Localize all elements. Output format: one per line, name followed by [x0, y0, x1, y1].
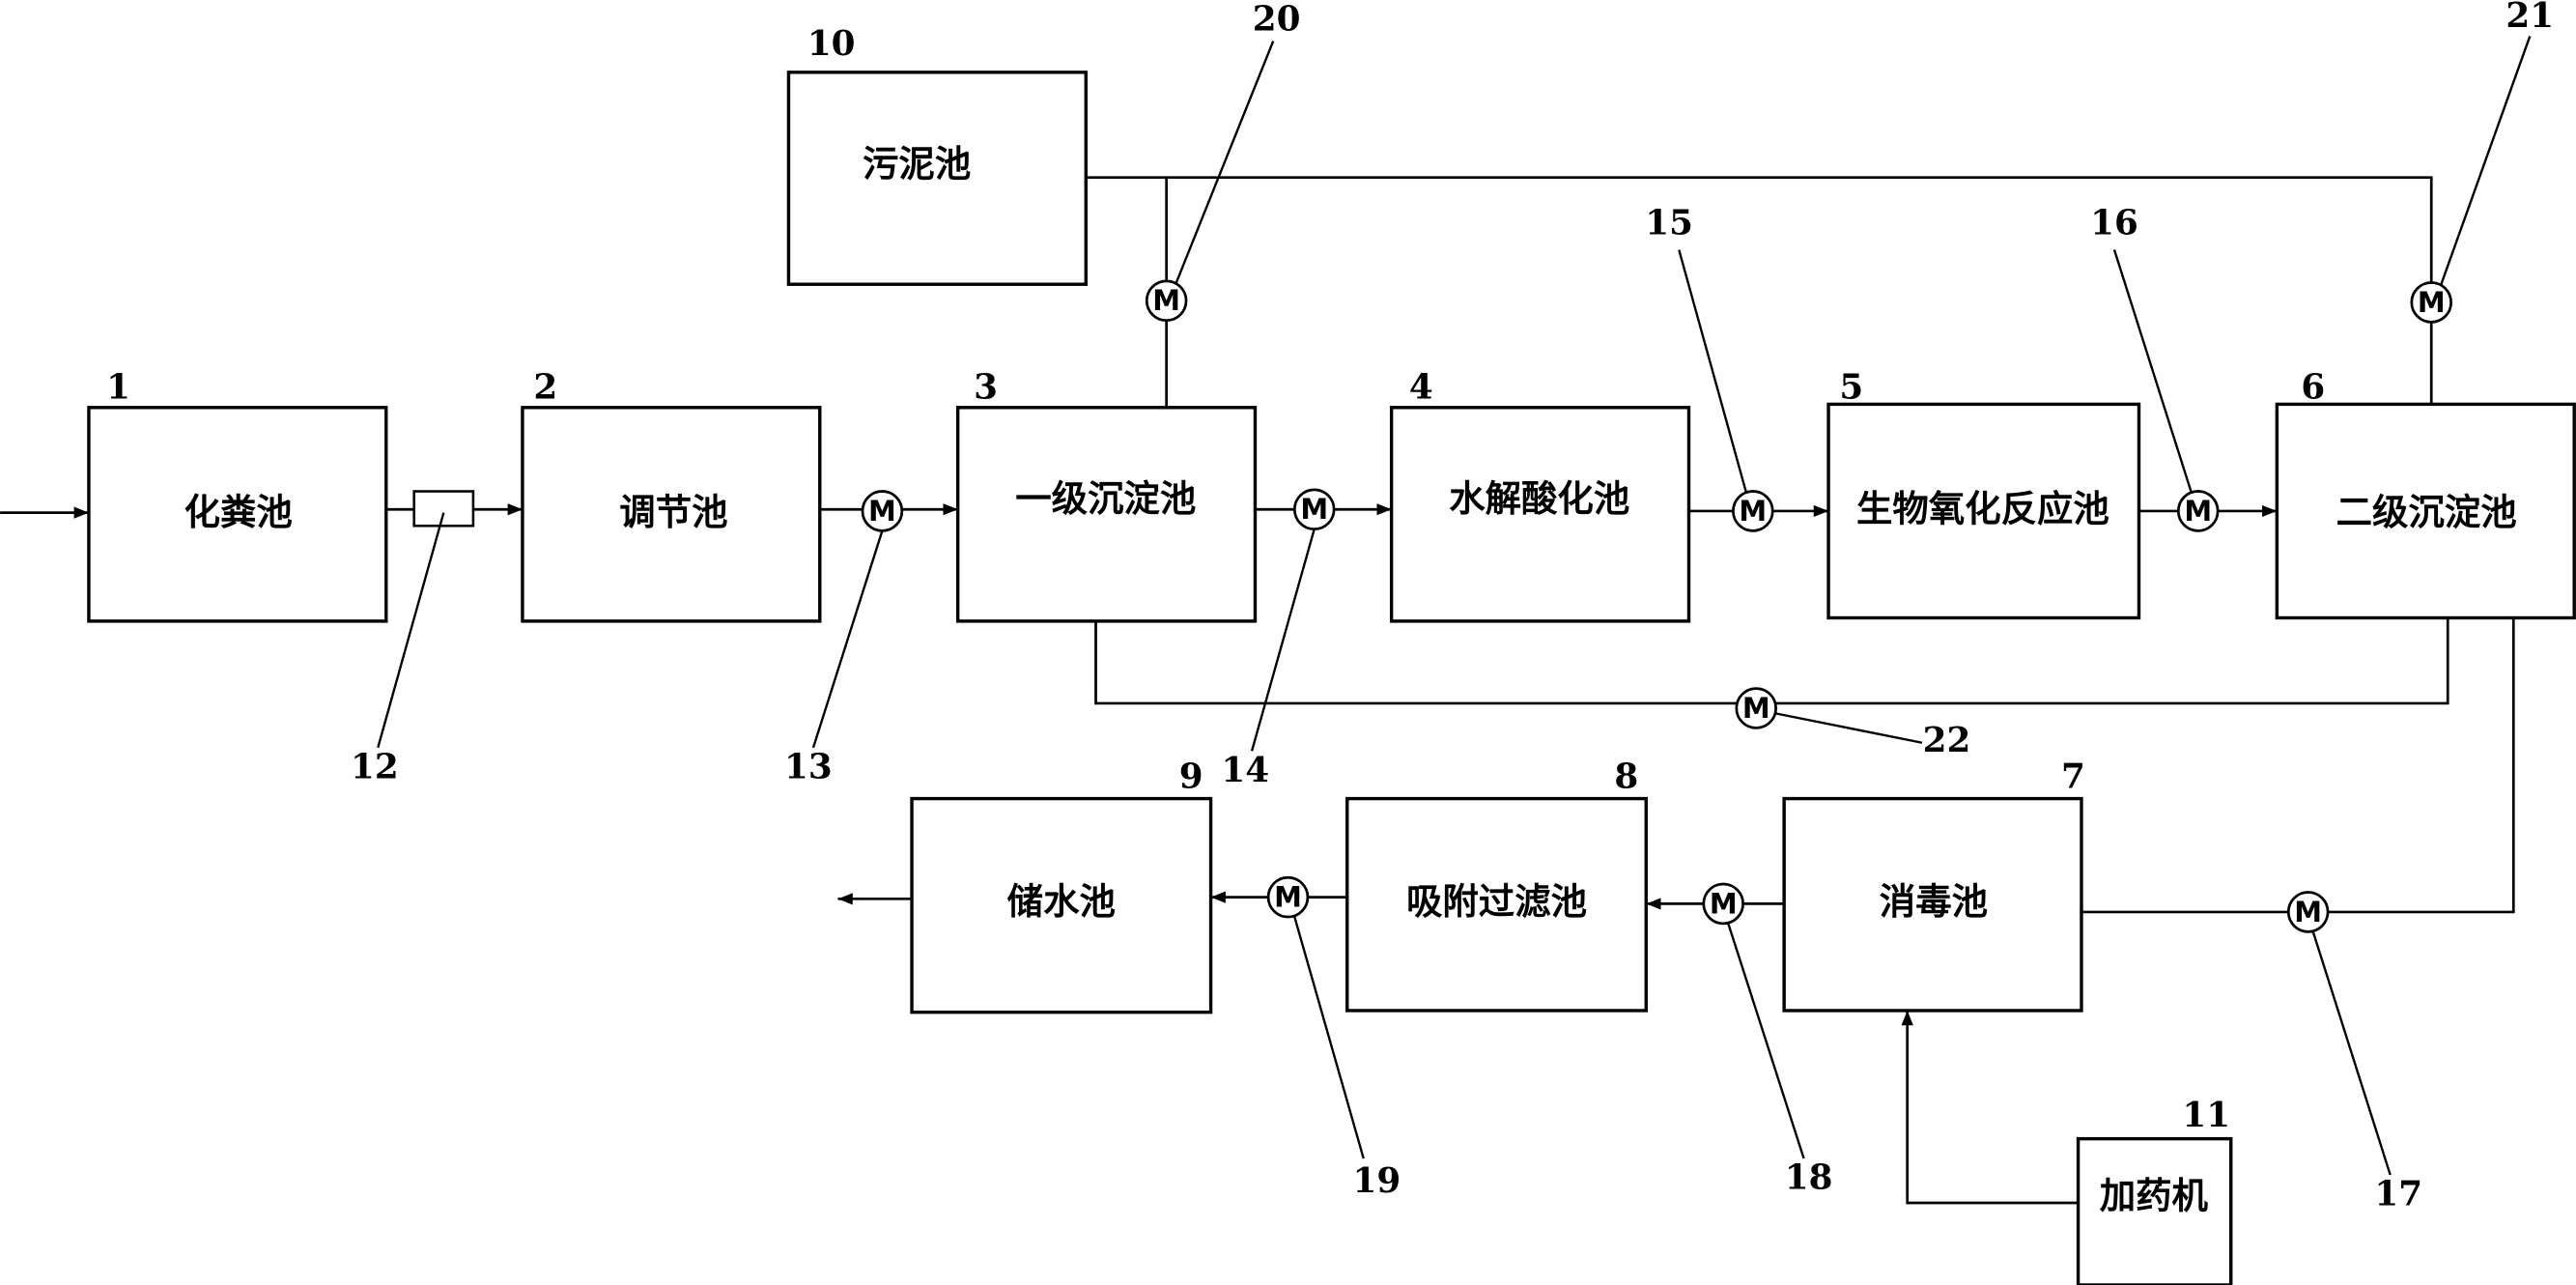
- pump-19-icon: M: [1266, 875, 1310, 919]
- svg-text:M: M: [2418, 286, 2446, 319]
- flow-lines: [0, 176, 2515, 1205]
- unit-6: 二级沉淀池 6: [2275, 367, 2576, 620]
- pump-15-icon: M: [1732, 490, 1774, 532]
- unit-2: 调节池 2: [521, 367, 822, 623]
- label-19: 19: [1352, 1160, 1401, 1201]
- unit-11: 加药机 11: [2076, 1095, 2233, 1285]
- unit-number: 7: [2061, 757, 2085, 797]
- unit-label: 水解酸化池: [1449, 477, 1629, 520]
- svg-text:M: M: [1739, 495, 1767, 528]
- pump-16-icon: M: [2176, 490, 2220, 532]
- unit-number: 10: [807, 23, 856, 64]
- component-numbers: 12 13 14 15 16 17 18 19 20 21 22: [351, 0, 2554, 1214]
- label-12: 12: [351, 746, 399, 786]
- svg-text:M: M: [2184, 495, 2212, 528]
- unit-number: 11: [2182, 1095, 2230, 1135]
- unit-label: 一级沉淀池: [1015, 477, 1196, 520]
- label-16: 16: [2090, 203, 2138, 243]
- label-21: 21: [2505, 0, 2554, 36]
- unit-1: 化粪池 1: [87, 367, 388, 623]
- unit-7: 消毒池 7: [1782, 757, 2085, 1013]
- pump-22-icon: M: [1735, 687, 1777, 729]
- label-13: 13: [784, 746, 833, 786]
- unit-number: 8: [1614, 757, 1638, 797]
- unit-number: 1: [106, 367, 130, 408]
- unit-label: 二级沉淀池: [2336, 491, 2517, 533]
- unit-number: 3: [974, 367, 998, 408]
- unit-8: 吸附过滤池 8: [1345, 757, 1648, 1013]
- unit-number: 5: [1839, 367, 1863, 408]
- label-20: 20: [1253, 0, 1301, 40]
- label-14: 14: [1221, 750, 1269, 790]
- unit-label: 生物氧化反应池: [1856, 487, 2109, 529]
- svg-text:M: M: [868, 495, 896, 528]
- pump-13-icon: M: [861, 490, 904, 532]
- unit-label: 储水池: [1007, 880, 1116, 923]
- svg-text:M: M: [1152, 284, 1180, 317]
- unit-label: 调节池: [619, 491, 727, 533]
- unit-label: 消毒池: [1880, 880, 1988, 923]
- label-22: 22: [1923, 720, 1971, 760]
- leader-lines: [377, 36, 2532, 1176]
- unit-5: 生物氧化反应池 5: [1826, 367, 2141, 620]
- label-15: 15: [1645, 203, 1693, 243]
- pump-14-icon: M: [1292, 488, 1336, 531]
- unit-label: 污泥池: [863, 142, 971, 185]
- component-12-filter: [412, 490, 475, 528]
- label-18: 18: [1785, 1157, 1833, 1198]
- unit-label: 加药机: [2100, 1174, 2209, 1216]
- svg-text:M: M: [1742, 692, 1770, 725]
- label-17: 17: [2374, 1174, 2422, 1214]
- unit-number: 6: [2301, 367, 2325, 408]
- svg-text:M: M: [1710, 887, 1738, 920]
- unit-number: 9: [1179, 757, 1203, 797]
- pump-17-icon: M: [2286, 891, 2330, 933]
- pump-21-icon: M: [2410, 281, 2453, 324]
- unit-4: 水解酸化池 4: [1389, 367, 1691, 623]
- svg-text:M: M: [1300, 493, 1328, 526]
- pump-20-icon: M: [1145, 279, 1188, 323]
- svg-text:M: M: [1274, 881, 1302, 914]
- unit-3: 一级沉淀池 3: [955, 367, 1258, 623]
- unit-9: 储水池 9: [910, 757, 1213, 1014]
- pump-18-icon: M: [1702, 882, 1744, 926]
- unit-10: 污泥池 10: [786, 23, 1089, 286]
- unit-number: 4: [1409, 367, 1433, 408]
- unit-label: 吸附过滤池: [1406, 880, 1587, 923]
- unit-number: 2: [533, 367, 557, 408]
- unit-label: 化粪池: [184, 491, 293, 533]
- svg-text:M: M: [2294, 896, 2322, 928]
